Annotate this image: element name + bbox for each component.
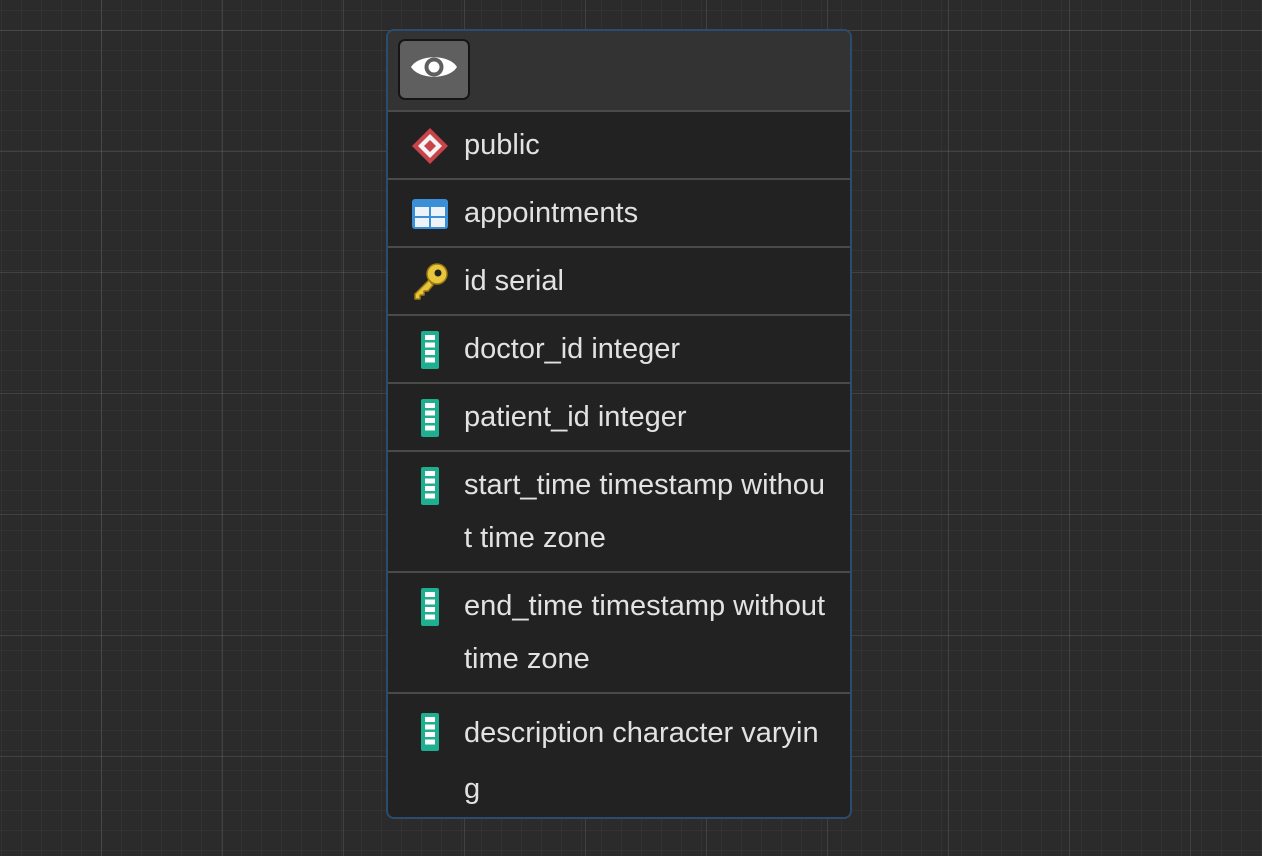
column-label: patient_id integer (464, 401, 687, 433)
table-name: appointments (464, 197, 639, 229)
view-button[interactable] (398, 39, 470, 100)
column-row-end-time[interactable]: end_time timestamp without time zone (388, 573, 850, 694)
column-label: id serial (464, 265, 564, 297)
primary-key-icon (408, 255, 452, 308)
column-label: end_time timestamp without time zone (464, 590, 826, 675)
column-icon (408, 580, 452, 633)
column-label: doctor_id integer (464, 333, 681, 365)
schema-diamond-icon (408, 119, 452, 172)
column-row-description[interactable]: description character varying (388, 694, 850, 817)
table-name-row[interactable]: appointments (388, 180, 850, 248)
column-row-doctor-id[interactable]: doctor_id integer (388, 316, 850, 384)
erd-table-node[interactable]: public appointments id serial (386, 29, 852, 819)
node-header (388, 31, 850, 112)
schema-name: public (464, 129, 540, 161)
column-row-start-time[interactable]: start_time timestamp without time zone (388, 452, 850, 573)
column-row-patient-id[interactable]: patient_id integer (388, 384, 850, 452)
column-icon (408, 459, 452, 512)
column-icon (408, 391, 452, 444)
schema-row[interactable]: public (388, 112, 850, 180)
table-icon (408, 187, 452, 240)
eye-icon (409, 50, 459, 89)
column-row-id[interactable]: id serial (388, 248, 850, 316)
column-icon (408, 705, 452, 758)
column-label: description character varying (464, 717, 819, 805)
column-label: start_time timestamp without time zone (464, 469, 826, 554)
column-icon (408, 323, 452, 376)
